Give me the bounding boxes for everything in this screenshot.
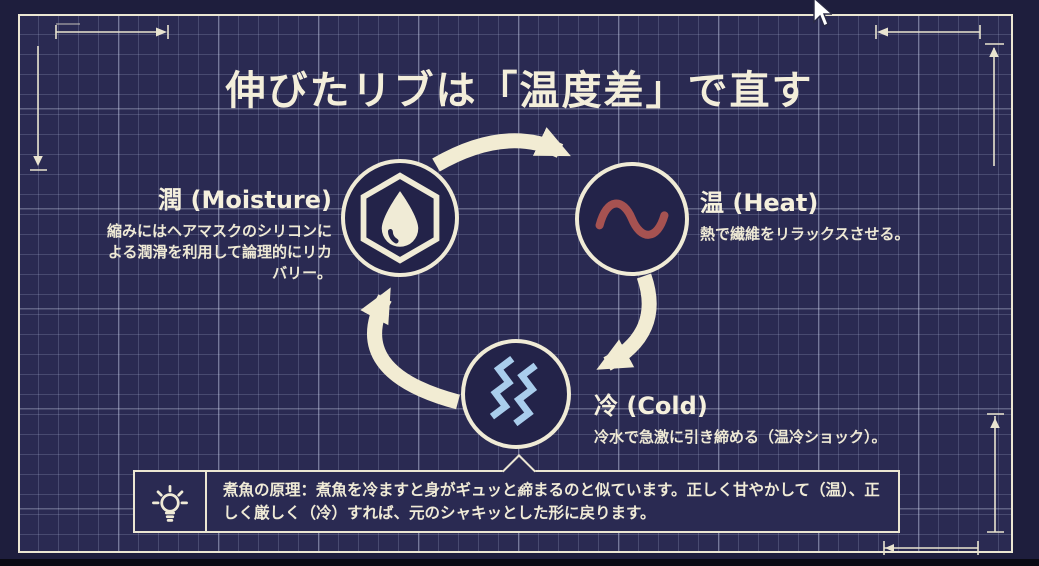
sine-wave-icon: [595, 199, 669, 239]
heat-description: 熱で繊維をリラックスさせる。: [700, 225, 910, 243]
bottom-black-strip: [0, 559, 1039, 566]
lightbulb-icon: [152, 484, 188, 522]
page-title: 伸びたリブは「温度差」で直す: [225, 68, 814, 114]
note-bulb-cell: [135, 472, 207, 531]
moisture-description: 縮みにはヘアマスクのシリコンによる潤滑を利用して論理的にリカバリー。: [106, 222, 332, 282]
node-cold: [461, 339, 571, 449]
heat-heading: 温 (Heat): [700, 189, 819, 217]
note-box: 煮魚の原理：煮魚を冷ますと身がギュッと締まるのと似ています。正しく甘やかして（温…: [133, 470, 900, 533]
blueprint-canvas: [18, 14, 1013, 553]
label-cold: 冷 (Cold) 冷水で急激に引き締める（温冷ショック）。: [594, 386, 954, 448]
moisture-heading: 潤 (Moisture): [158, 186, 332, 214]
cold-heading: 冷 (Cold): [594, 392, 708, 420]
frost-zigzag-icon: [489, 355, 538, 427]
label-heat: 温 (Heat) 熱で繊維をリラックスさせる。: [700, 183, 950, 245]
label-moisture: 潤 (Moisture) 縮みにはヘアマスクのシリコンによる潤滑を利用して論理的…: [100, 180, 332, 284]
droplet-hexagon-icon: [360, 172, 440, 264]
node-heat: [575, 162, 689, 276]
node-moisture: [341, 159, 459, 277]
mouse-cursor-icon: [813, 0, 832, 27]
cold-description: 冷水で急激に引き締める（温冷ショック）。: [594, 428, 887, 446]
note-text: 煮魚の原理：煮魚を冷ますと身がギュッと締まるのと似ています。正しく甘やかして（温…: [223, 480, 880, 522]
